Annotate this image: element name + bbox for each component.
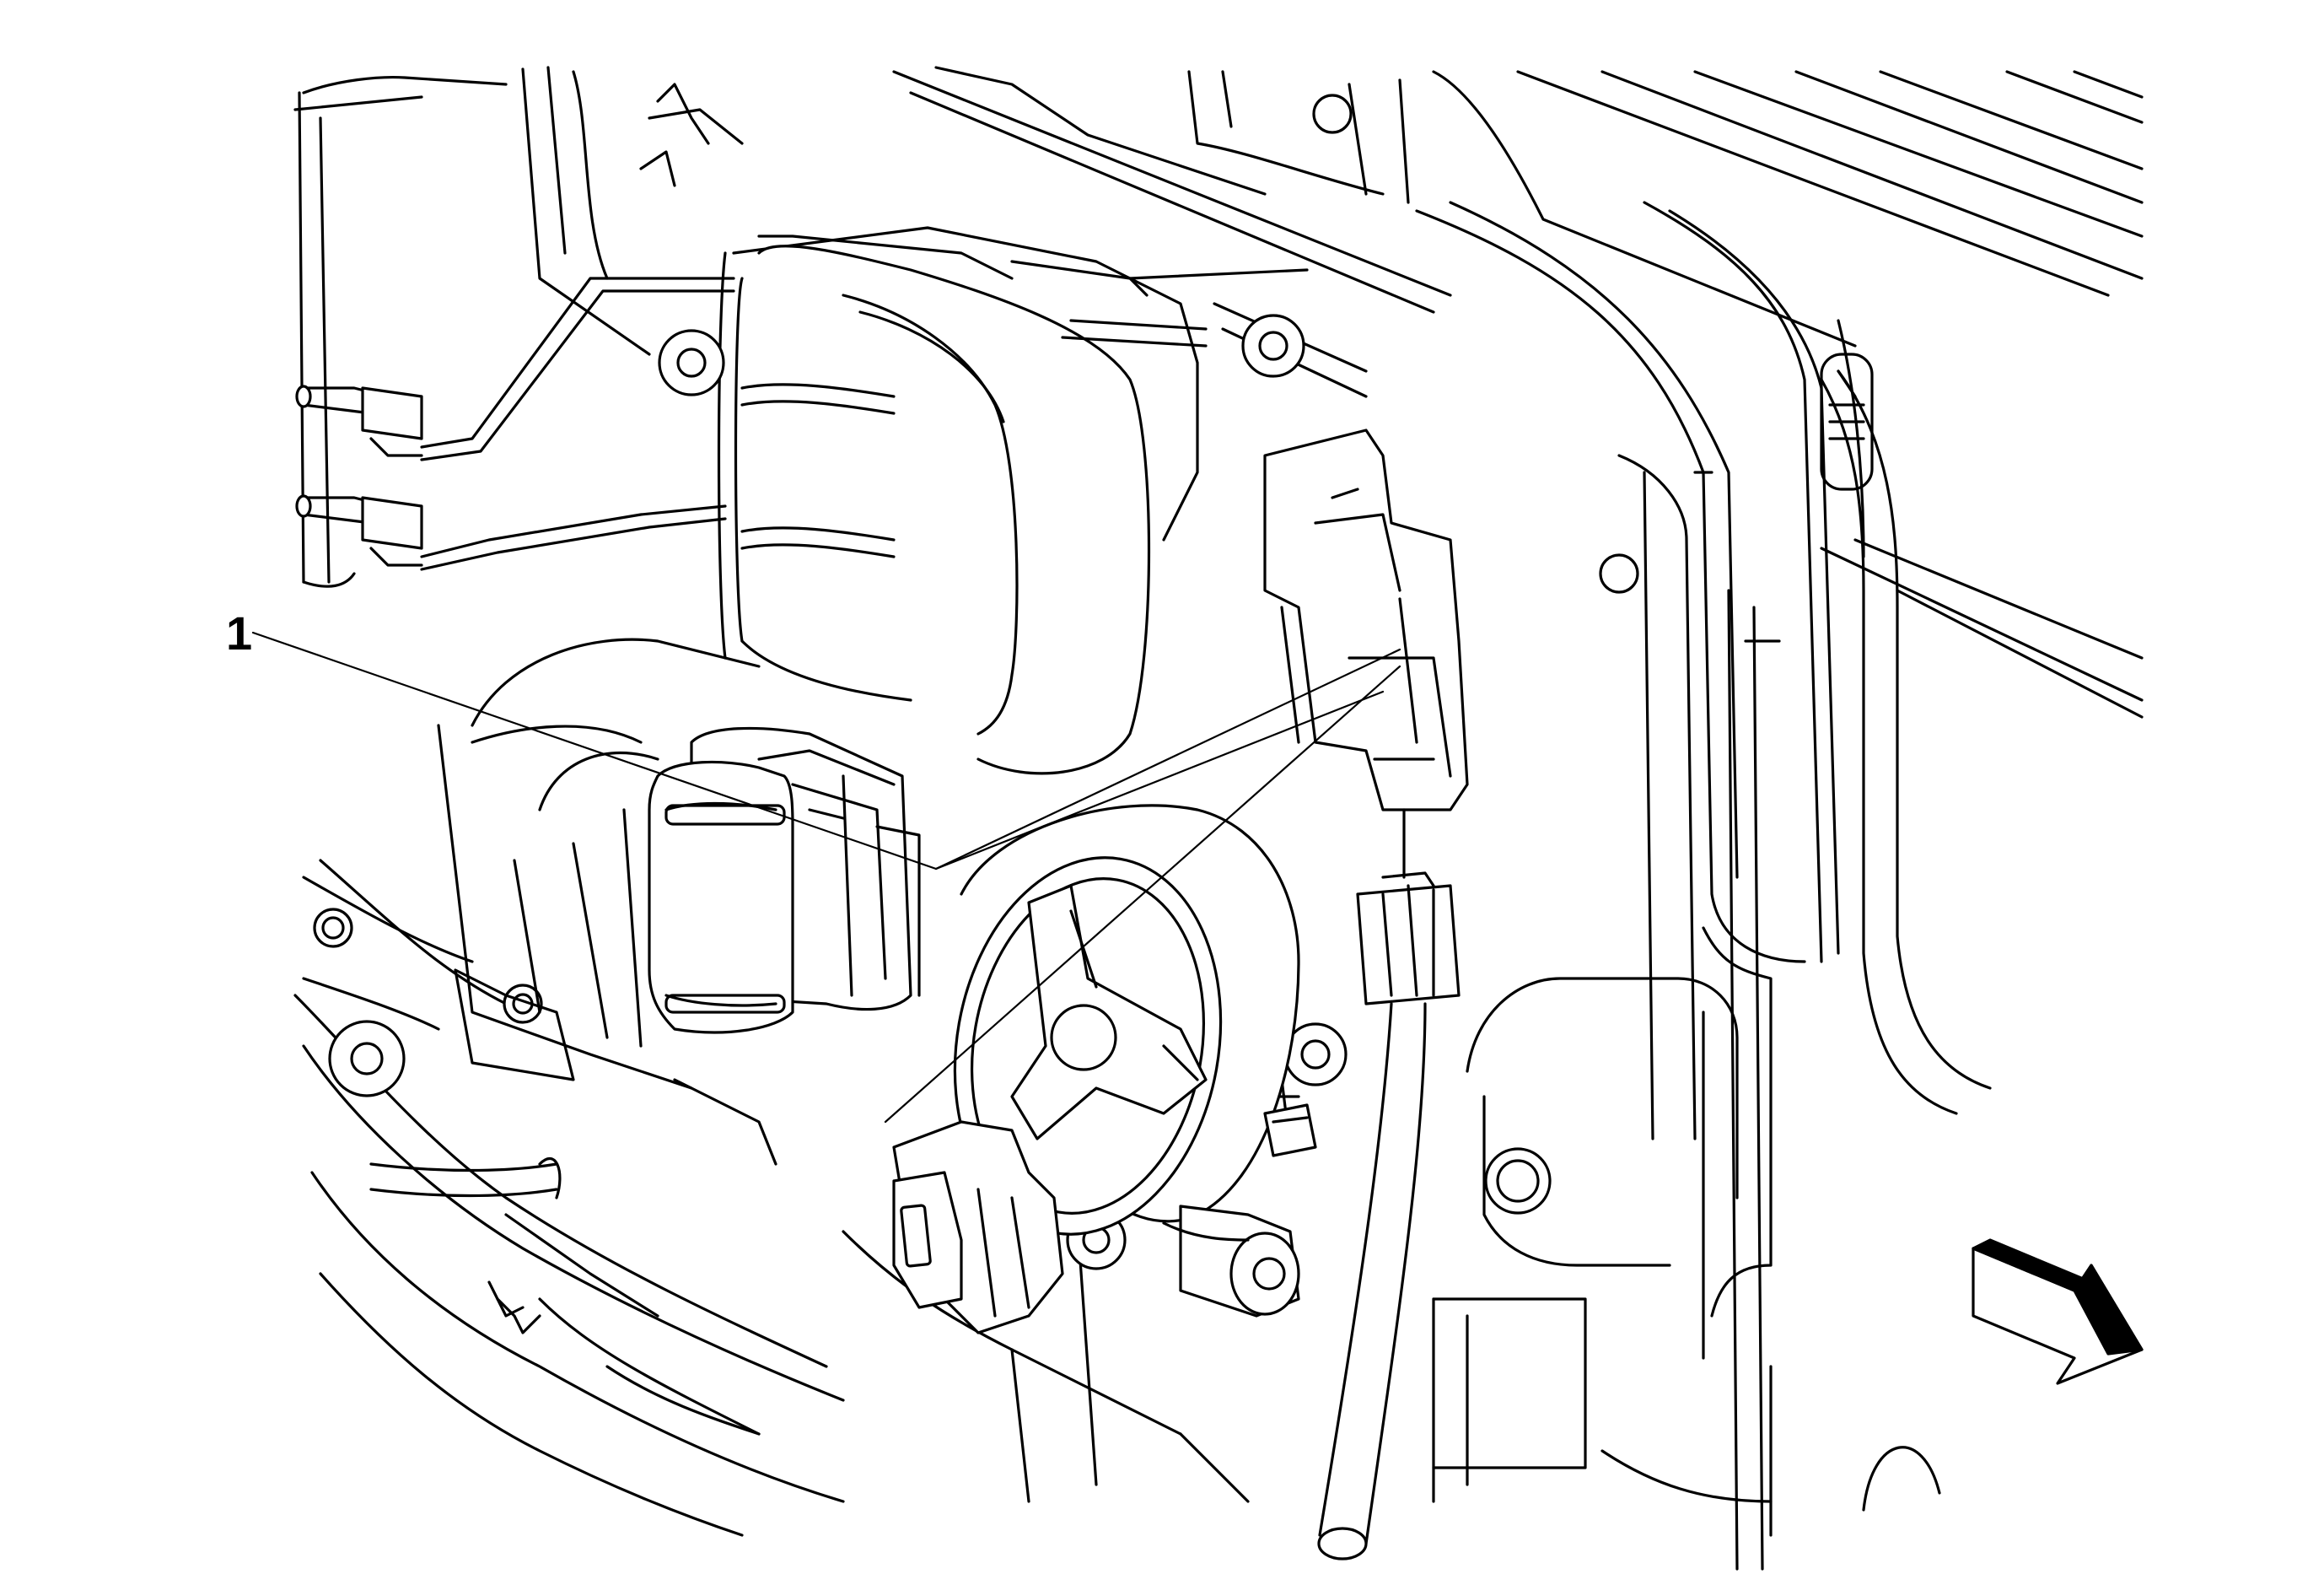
trim-panel-housing [302, 638, 777, 1334]
window-regulator-motor [953, 804, 1317, 1318]
harness-connector-bracket [1263, 429, 1469, 1561]
window-channel-rails [1617, 319, 1874, 1571]
door-control-module [648, 726, 921, 1034]
view-direction-arrow-icon [1972, 1238, 2144, 1385]
mounting-bolts [313, 94, 1639, 1270]
motor-electrical-connector [892, 1120, 1064, 1334]
callout-1-label: 1 [226, 606, 252, 660]
inside-handle-assembly [717, 226, 1368, 775]
lock-rod-clips [295, 83, 744, 571]
callout-1-leaders [251, 631, 1401, 1124]
door-inner-panel [293, 66, 2144, 1537]
